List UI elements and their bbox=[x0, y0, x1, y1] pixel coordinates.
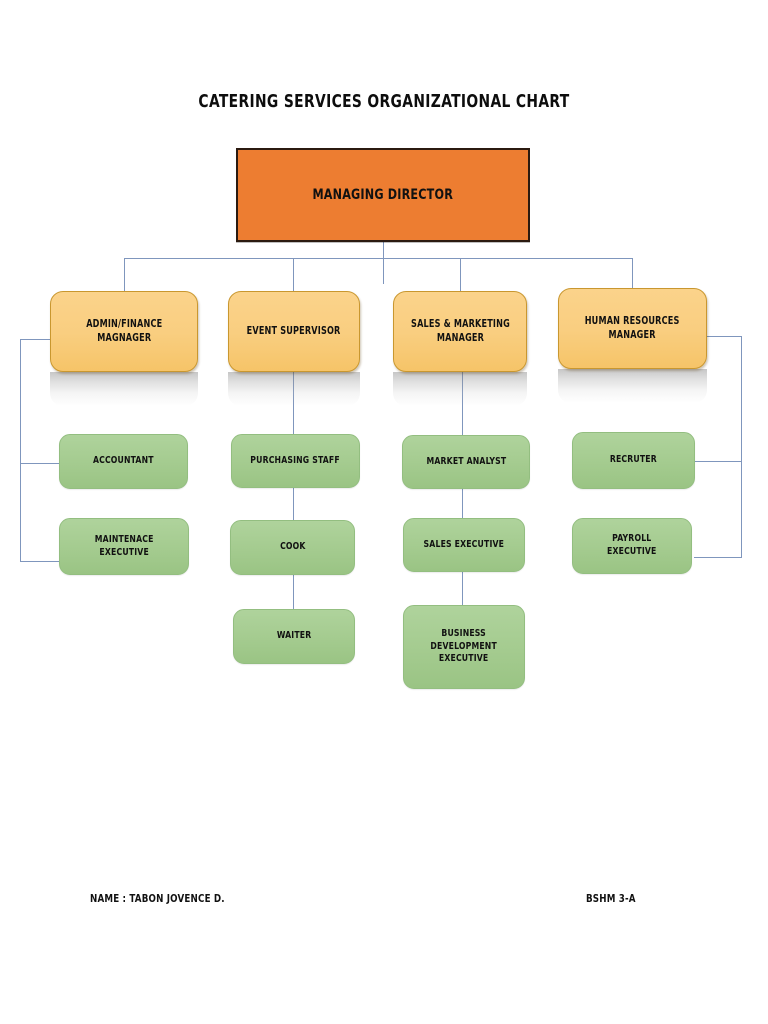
node-managing-director[interactable]: MANAGING DIRECTOR bbox=[236, 148, 530, 242]
node-sales-marketing-manager[interactable]: SALES & MARKETING MANAGER bbox=[393, 291, 527, 372]
node-admin-finance-manager[interactable]: ADMIN/FINANCE MAGNAGER bbox=[50, 291, 198, 372]
footer-student-name: NAME : TABON JOVENCE D. bbox=[90, 892, 225, 905]
node-payroll-executive[interactable]: PAYROLL EXECUTIVE bbox=[572, 518, 692, 574]
connector-hr-to-recruter bbox=[694, 461, 742, 462]
connector-hr-to-payroll bbox=[694, 557, 742, 558]
connector-drop-event bbox=[293, 258, 294, 291]
connector-admin-rail bbox=[20, 339, 21, 562]
connector-admin-to-accountant bbox=[20, 463, 59, 464]
connector-root-stem bbox=[383, 240, 384, 284]
reflection-sales bbox=[393, 372, 527, 406]
connector-sales-to-analyst bbox=[462, 372, 463, 435]
node-label-waiter: WAITER bbox=[276, 630, 312, 642]
node-label-managing-director: MANAGING DIRECTOR bbox=[312, 186, 454, 203]
connector-drop-sales bbox=[460, 258, 461, 291]
node-label-purchasing-staff: PURCHASING STAFF bbox=[250, 454, 341, 466]
reflection-event bbox=[228, 372, 360, 406]
node-cook[interactable]: COOK bbox=[230, 520, 355, 575]
node-purchasing-staff[interactable]: PURCHASING STAFF bbox=[231, 434, 360, 488]
connector-drop-admin bbox=[124, 258, 125, 291]
connector-analyst-to-salesexec bbox=[462, 489, 463, 518]
node-label-maintenace-executive: MAINTENACE EXECUTIVE bbox=[94, 533, 154, 558]
node-business-development-executive[interactable]: BUSINESS DEVELOPMENT EXECUTIVE bbox=[403, 605, 525, 689]
node-label-business-development-executive: BUSINESS DEVELOPMENT EXECUTIVE bbox=[430, 627, 498, 665]
node-maintenace-executive[interactable]: MAINTENACE EXECUTIVE bbox=[59, 518, 189, 575]
node-label-recruter: RECRUTER bbox=[609, 454, 658, 466]
node-label-market-analyst: MARKET ANALYST bbox=[426, 455, 506, 467]
node-waiter[interactable]: WAITER bbox=[233, 609, 355, 664]
node-label-admin-finance-manager: ADMIN/FINANCE MAGNAGER bbox=[85, 318, 163, 344]
connector-hr-rail bbox=[741, 336, 742, 558]
node-label-human-resources-manager: HUMAN RESOURCES MANAGER bbox=[585, 315, 680, 341]
page-title: CATERING SERVICES ORGANIZATIONAL CHART bbox=[198, 92, 570, 112]
node-label-cook: COOK bbox=[279, 541, 306, 553]
node-recruter[interactable]: RECRUTER bbox=[572, 432, 695, 489]
connector-salesexec-to-bde bbox=[462, 572, 463, 605]
connector-drop-hr bbox=[632, 258, 633, 291]
node-sales-executive[interactable]: SALES EXECUTIVE bbox=[403, 518, 525, 572]
reflection-admin bbox=[50, 372, 198, 406]
reflection-hr bbox=[558, 369, 707, 403]
connector-hr-out bbox=[707, 336, 742, 337]
connector-manager-bus bbox=[124, 258, 633, 259]
connector-admin-out bbox=[20, 339, 50, 340]
node-label-accountant: ACCOUNTANT bbox=[93, 455, 154, 467]
node-label-sales-marketing-manager: SALES & MARKETING MANAGER bbox=[410, 318, 510, 344]
node-market-analyst[interactable]: MARKET ANALYST bbox=[402, 435, 530, 489]
node-human-resources-manager[interactable]: HUMAN RESOURCES MANAGER bbox=[558, 288, 707, 369]
node-accountant[interactable]: ACCOUNTANT bbox=[59, 434, 188, 489]
node-label-payroll-executive: PAYROLL EXECUTIVE bbox=[607, 533, 657, 557]
node-label-sales-executive: SALES EXECUTIVE bbox=[423, 538, 505, 550]
node-event-supervisor[interactable]: EVENT SUPERVISOR bbox=[228, 291, 360, 372]
connector-event-to-purchasing bbox=[293, 372, 294, 434]
node-label-event-supervisor: EVENT SUPERVISOR bbox=[247, 324, 341, 337]
connector-cook-to-waiter bbox=[293, 575, 294, 609]
connector-admin-to-maintenace bbox=[20, 561, 59, 562]
connector-purchasing-to-cook bbox=[293, 488, 294, 520]
footer-section: BSHM 3-A bbox=[586, 892, 636, 905]
